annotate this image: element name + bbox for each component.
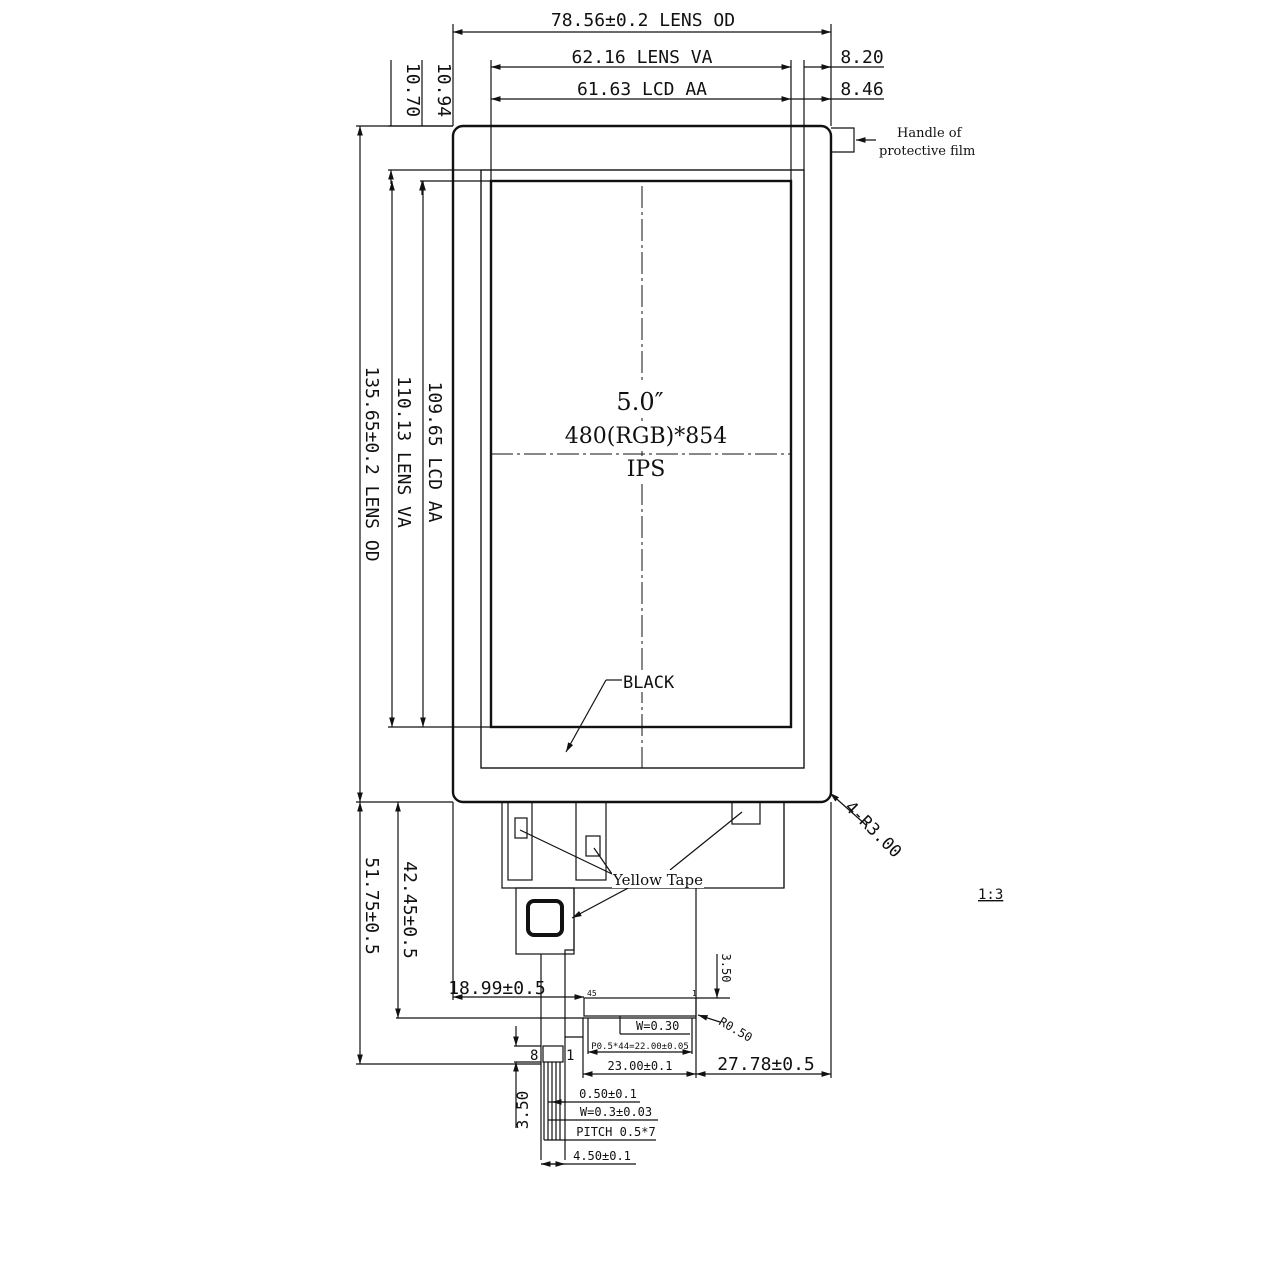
svg-text:PITCH 0.5*7: PITCH 0.5*7 xyxy=(576,1125,655,1139)
dim-connector-pin-width: W=0.30 xyxy=(619,1016,690,1035)
svg-text:61.63 LCD AA: 61.63 LCD AA xyxy=(577,79,707,100)
dim-small-tab-height: 3.50 xyxy=(513,1026,541,1129)
protective-film-handle: Handle of protective film xyxy=(831,126,975,159)
dim-lens-va-width: 62.16 LENS VA xyxy=(490,47,805,181)
svg-text:51.75±0.5: 51.75±0.5 xyxy=(361,857,382,955)
dim-connector-width: 23.00±0.1 xyxy=(582,1018,697,1078)
svg-text:R0.50: R0.50 xyxy=(717,1014,755,1044)
svg-text:4.50±0.1: 4.50±0.1 xyxy=(573,1149,631,1163)
connector-pin-1: 1 xyxy=(692,989,697,998)
svg-text:78.56±0.2 LENS OD: 78.56±0.2 LENS OD xyxy=(551,10,735,31)
svg-text:W=0.3±0.03: W=0.3±0.03 xyxy=(580,1105,652,1119)
connector-pin-45: 45 xyxy=(587,989,597,998)
connector-contacts xyxy=(583,997,697,1017)
svg-text:110.13 LENS VA: 110.13 LENS VA xyxy=(393,376,414,528)
svg-text:135.65±0.2 LENS OD: 135.65±0.2 LENS OD xyxy=(361,366,382,561)
svg-text:62.16 LENS VA: 62.16 LENS VA xyxy=(572,47,713,68)
dim-right-offset-aa: 8.46 xyxy=(791,79,884,102)
svg-text:8.46: 8.46 xyxy=(840,79,883,100)
black-callout: BLACK xyxy=(565,670,678,753)
svg-text:0.50±0.1: 0.50±0.1 xyxy=(579,1087,637,1101)
ic-chip xyxy=(515,887,575,955)
ic-chip-core xyxy=(526,899,564,937)
small-component xyxy=(585,835,601,857)
panel-size: 5.0″ xyxy=(616,388,663,416)
dim-connector-radius: R0.50 xyxy=(697,1014,755,1045)
small-pin-8: 8 xyxy=(530,1048,538,1064)
panel-type: IPS xyxy=(627,457,666,482)
svg-text:Handle of: Handle of xyxy=(897,126,963,141)
svg-text:18.99±0.5: 18.99±0.5 xyxy=(448,978,546,999)
svg-text:Yellow Tape: Yellow Tape xyxy=(612,871,703,889)
small-component xyxy=(514,817,528,839)
yellow-tape-left xyxy=(507,801,533,881)
small-tail-pins xyxy=(543,1062,561,1140)
dim-lens-va-height: 110.13 LENS VA xyxy=(388,181,491,728)
dim-small-pitch-spacing: 0.50±0.1 xyxy=(548,1087,640,1105)
dim-fpc-left-offset: 18.99±0.5 xyxy=(448,802,584,1000)
svg-text:W=0.30: W=0.30 xyxy=(636,1019,679,1033)
dim-lcd-aa-height: 109.65 LCD AA xyxy=(420,181,445,727)
panel-resolution: 480(RGB)*854 xyxy=(565,424,727,449)
dim-lens-od-width: 78.56±0.2 LENS OD xyxy=(452,10,832,126)
dim-fpc-total-length: 51.75±0.5 xyxy=(356,802,541,1065)
dim-small-pitch: PITCH 0.5*7 xyxy=(544,1125,656,1141)
lens-outline xyxy=(451,124,833,804)
svg-text:protective film: protective film xyxy=(879,144,975,159)
svg-text:27.78±0.5: 27.78±0.5 xyxy=(717,1054,815,1075)
svg-text:BLACK: BLACK xyxy=(623,673,675,693)
dim-right-offset-va: 8.20 xyxy=(804,47,884,70)
svg-text:42.45±0.5: 42.45±0.5 xyxy=(399,861,420,959)
svg-text:23.00±0.1: 23.00±0.1 xyxy=(607,1059,672,1073)
drawing-scale: 1:3 xyxy=(978,887,1003,903)
yellow-tape-callout: Yellow Tape xyxy=(519,811,743,919)
dim-fpc-to-connector: 42.45±0.5 xyxy=(395,802,584,1019)
svg-text:4-R3.00: 4-R3.00 xyxy=(840,797,905,862)
svg-text:P0.5*44=22.00±0.05: P0.5*44=22.00±0.05 xyxy=(591,1042,689,1052)
dim-top-offset-aa: 10.94 xyxy=(419,60,491,195)
dim-small-tab-width: 4.50±0.1 xyxy=(541,1149,636,1167)
dim-connector-right-offset: 27.78±0.5 xyxy=(696,802,832,1078)
svg-text:3.50: 3.50 xyxy=(513,1091,532,1130)
yellow-tape-right xyxy=(731,801,761,825)
svg-text:10.94: 10.94 xyxy=(433,63,454,117)
small-pin-1: 1 xyxy=(566,1048,574,1064)
yellow-tape-middle xyxy=(575,801,607,881)
dim-small-pin-width: W=0.3±0.03 xyxy=(548,1105,658,1121)
dim-connector-tab-height: 3.50 xyxy=(696,954,733,999)
svg-text:10.70: 10.70 xyxy=(402,63,423,117)
small-tail-contacts xyxy=(542,1045,564,1063)
corner-radius-callout: 4-R3.00 xyxy=(829,792,905,862)
svg-text:109.65 LCD AA: 109.65 LCD AA xyxy=(424,382,445,523)
dim-connector-pitch: P0.5*44=22.00±0.05 xyxy=(587,1018,693,1055)
dim-lcd-aa-width: 61.63 LCD AA xyxy=(491,60,792,181)
svg-text:3.50: 3.50 xyxy=(719,954,733,983)
dim-lens-od-height: 135.65±0.2 LENS OD xyxy=(356,125,453,803)
svg-text:8.20: 8.20 xyxy=(840,47,883,68)
